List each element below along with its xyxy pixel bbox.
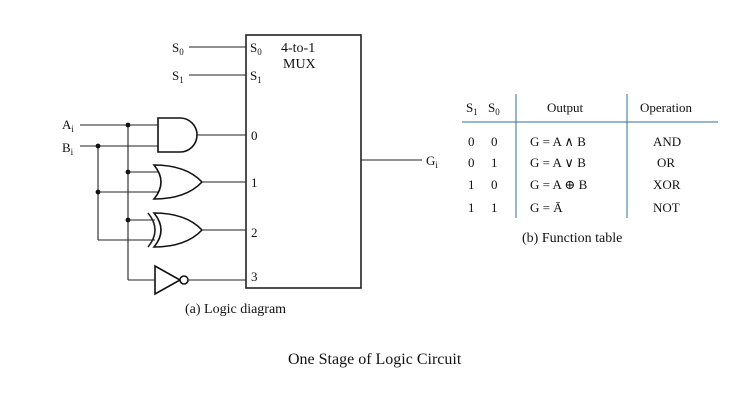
header-s0: S0 [488, 100, 500, 117]
or-gate [152, 164, 204, 200]
row1-output: G = A ∧ B [530, 134, 586, 149]
figure-title: One Stage of Logic Circuit [288, 351, 462, 368]
input-b-label: Bi [62, 140, 74, 157]
not-gate [154, 264, 182, 296]
xor-gate [152, 212, 204, 248]
row3-s1: 1 [468, 177, 475, 192]
output-label: Gi [426, 153, 438, 170]
mux-box [245, 34, 362, 289]
header-operation: Operation [640, 100, 692, 115]
mux-pin-0: 0 [251, 128, 258, 143]
and-gate [157, 117, 198, 153]
mux-pin-2: 2 [251, 225, 258, 240]
row4-operation: NOT [653, 200, 680, 215]
mux-title-line2: MUX [283, 57, 316, 72]
mux-pin-3: 3 [251, 269, 258, 284]
mux-s1-pin: S1 [250, 68, 262, 85]
s1-input-label: S1 [172, 68, 184, 85]
xor-gate-extra-arc [147, 212, 156, 248]
row1-s0: 0 [491, 134, 498, 149]
row2-s0: 1 [491, 155, 498, 170]
row4-output: G = Ā [530, 200, 563, 215]
row3-s0: 0 [491, 177, 498, 192]
row3-output: G = A ⊕ B [530, 177, 588, 192]
row2-operation: OR [657, 155, 675, 170]
mux-pin-1: 1 [251, 175, 258, 190]
logic-diagram-caption: (a) Logic diagram [185, 302, 286, 317]
header-output: Output [547, 100, 584, 115]
not-bubble [179, 275, 189, 285]
row1-s1: 0 [468, 134, 475, 149]
row2-s1: 0 [468, 155, 475, 170]
row3-operation: XOR [653, 177, 681, 192]
mux-s0-pin: S0 [250, 40, 262, 57]
row4-s0: 1 [491, 200, 498, 215]
s0-input-label: S0 [172, 40, 184, 57]
input-a-label: Ai [62, 117, 74, 134]
function-table-caption: (b) Function table [522, 231, 622, 246]
row1-operation: AND [653, 134, 681, 149]
row4-s1: 1 [468, 200, 475, 215]
row2-output: G = A ∨ B [530, 155, 586, 170]
mux-title-line1: 4-to-1 [281, 41, 315, 56]
header-s1: S1 [466, 100, 478, 117]
